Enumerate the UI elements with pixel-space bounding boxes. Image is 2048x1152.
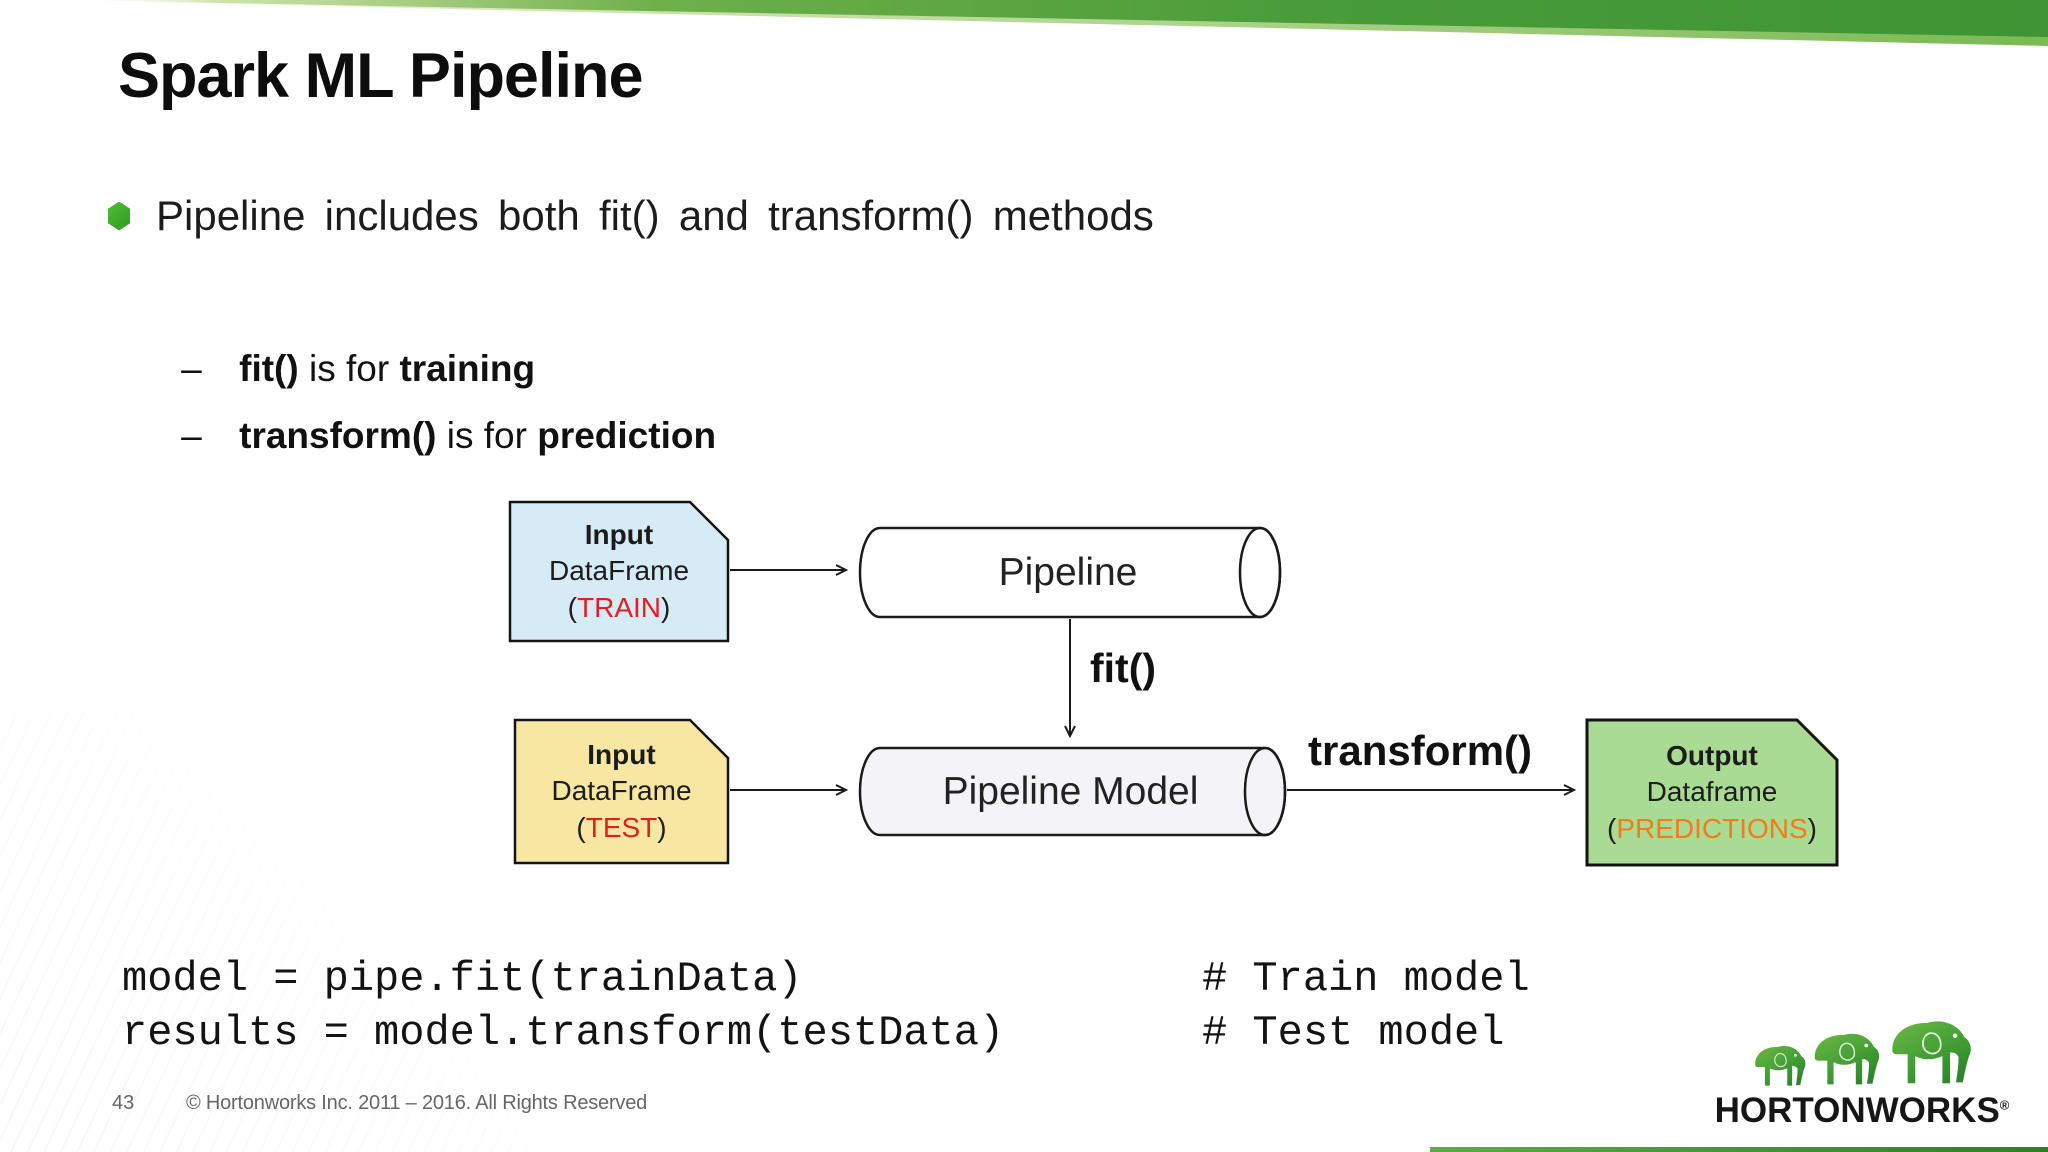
pipeline-label: Pipeline xyxy=(998,550,1138,594)
hortonworks-logo: HORTONWORKS® xyxy=(1715,1012,2010,1128)
sub-bullet-emphasis: prediction xyxy=(537,414,717,456)
test-box-subtitle: DataFrame xyxy=(551,775,692,807)
code-comment-2: # Test model xyxy=(1202,1009,1505,1057)
code-comment-1: # Train model xyxy=(1202,955,1530,1003)
transform-method-label: transform() xyxy=(1308,727,1533,774)
inline-code-fit: fit() xyxy=(239,347,299,389)
sub-bullet-emphasis: training xyxy=(399,347,536,389)
sub-bullet-text: is for xyxy=(298,347,400,389)
test-box: Input DataFrame (TEST) xyxy=(515,720,728,863)
pipeline-model-label: Pipeline Model xyxy=(942,769,1199,813)
brand-name: HORTONWORKS xyxy=(1714,1091,2000,1130)
bullet-icon xyxy=(108,201,130,231)
bullet-text: Pipeline includes both fit() and transfo… xyxy=(156,192,1154,239)
dash-bullet: – xyxy=(181,347,202,389)
code-line-2: results = model.transform(testData) xyxy=(122,1009,1005,1057)
test-box-tag-line: (TEST) xyxy=(576,810,666,846)
ribbon-dark-wedge xyxy=(60,0,2048,37)
elephant-medium-icon xyxy=(1804,1026,1884,1090)
train-box-subtitle: DataFrame xyxy=(548,555,690,587)
paren: ) xyxy=(661,591,671,623)
sub-bullet-transform: –transform() is for prediction xyxy=(140,372,716,500)
train-box-title: Input xyxy=(584,518,654,550)
paren: ( xyxy=(576,811,586,843)
train-box-tag-line: (TRAIN) xyxy=(568,590,671,626)
output-box-subtitle: Dataframe xyxy=(1646,776,1778,808)
train-box: Input DataFrame (TRAIN) xyxy=(510,502,728,641)
paren: ( xyxy=(1606,812,1617,844)
output-tag: PREDICTIONS xyxy=(1616,812,1808,844)
paren: ) xyxy=(1807,812,1817,844)
bullet-item: Pipeline includes both fit() and transfo… xyxy=(108,190,1154,242)
output-box-tag-line: (PREDICTIONS) xyxy=(1607,811,1817,847)
elephant-large-icon xyxy=(1879,1012,1977,1090)
sub-bullet-text: is for xyxy=(436,414,538,456)
test-tag: TEST xyxy=(585,811,658,843)
brand-wordmark: HORTONWORKS® xyxy=(1715,1093,2010,1128)
top-ribbon xyxy=(60,0,2048,46)
elephant-herd-icon xyxy=(1747,1012,1977,1090)
output-box: Output Dataframe (PREDICTIONS) xyxy=(1587,720,1837,865)
copyright-text: © Hortonworks Inc. 2011 – 2016. All Righ… xyxy=(186,1092,648,1114)
fit-method-label: fit() xyxy=(1090,645,1157,691)
output-box-title: Output xyxy=(1666,739,1758,771)
test-box-title: Input xyxy=(587,738,656,770)
sub-bullet-fit: –fit() is for training xyxy=(140,305,535,433)
code-line-1: model = pipe.fit(trainData) xyxy=(122,955,803,1003)
inline-code-transform: transform() xyxy=(239,414,437,456)
elephant-small-icon xyxy=(1747,1040,1809,1090)
registered-mark: ® xyxy=(1999,1097,2010,1113)
background-texture xyxy=(0,712,540,1152)
paren: ( xyxy=(567,591,577,623)
slide-title: Spark ML Pipeline xyxy=(118,41,643,111)
train-tag: TRAIN xyxy=(577,591,661,623)
paren: ) xyxy=(657,811,667,843)
page-number: 43 xyxy=(112,1092,135,1114)
bottom-green-strip xyxy=(1430,1147,2048,1152)
dash-bullet: – xyxy=(181,414,202,456)
